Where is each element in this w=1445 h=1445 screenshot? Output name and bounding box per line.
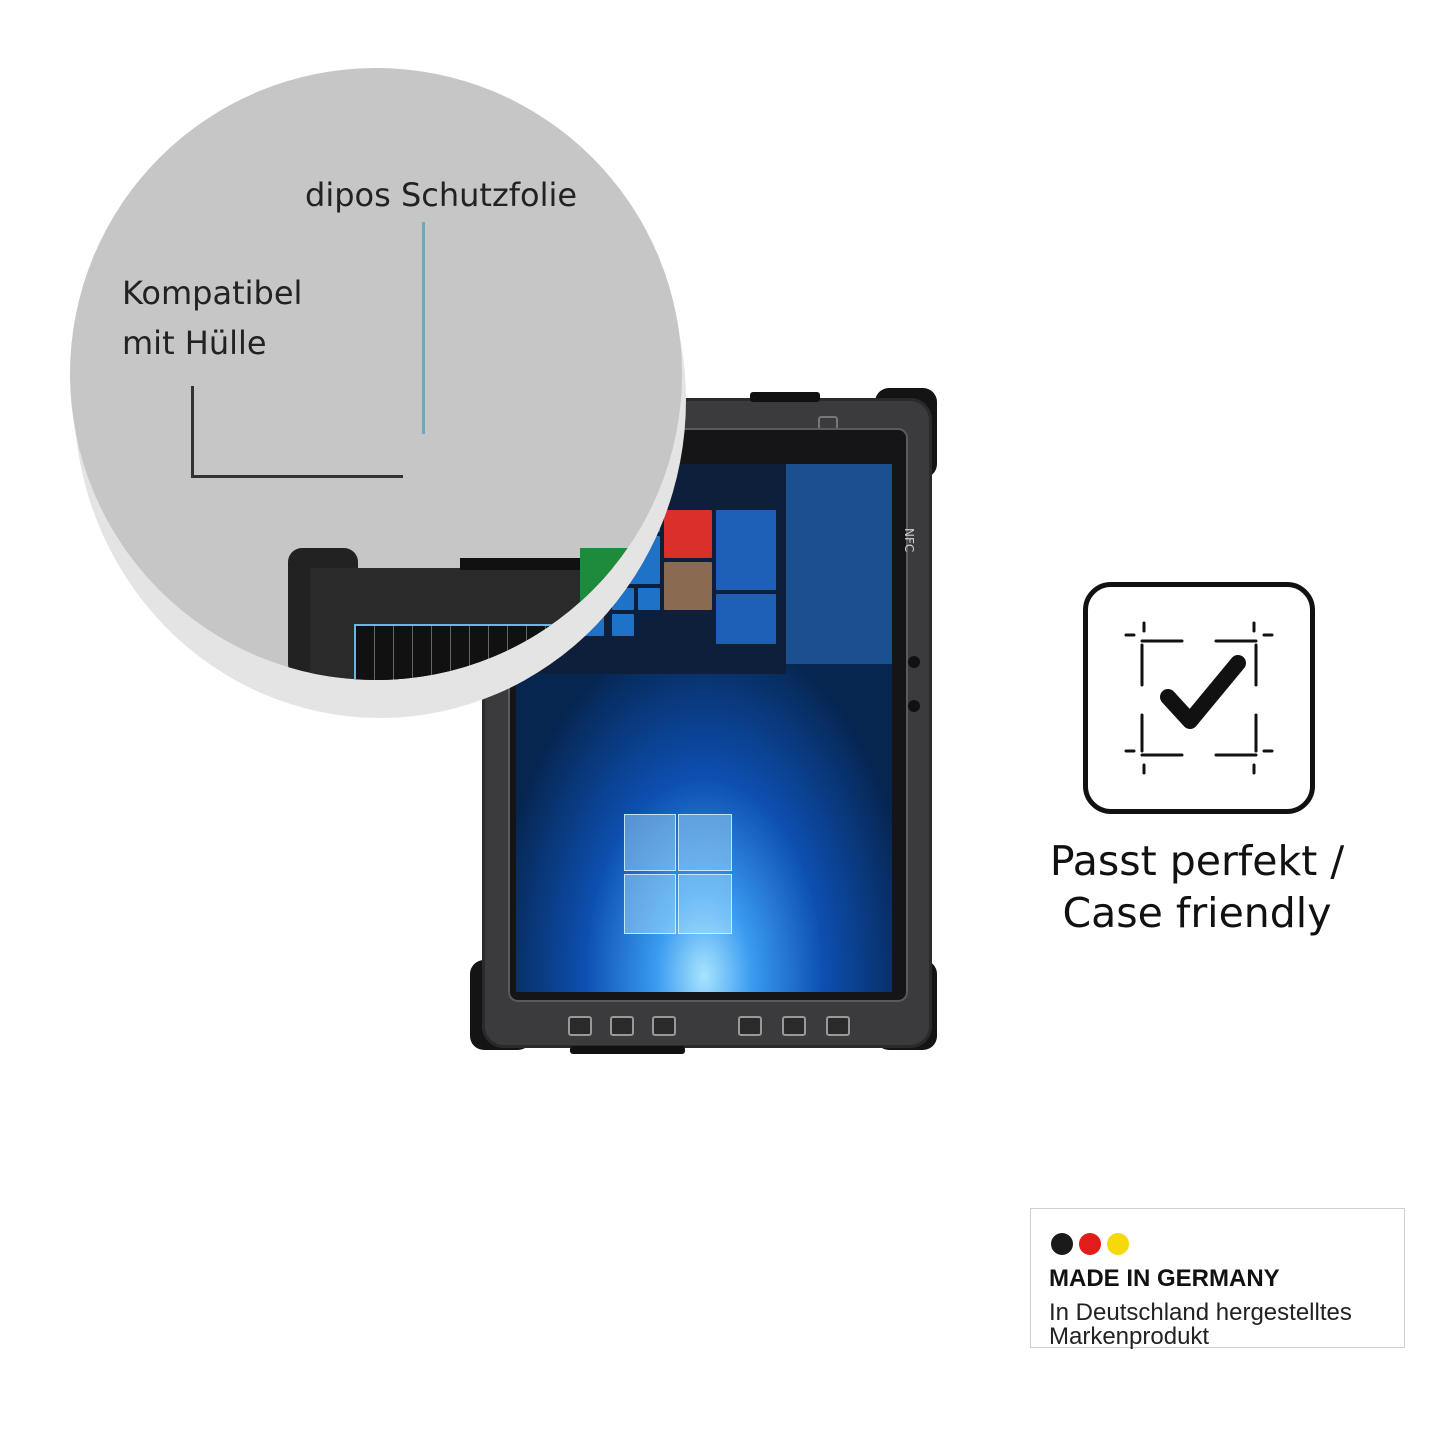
flag-dot-gold — [1107, 1233, 1129, 1255]
hw-button-3 — [652, 1016, 676, 1036]
hw-button-back — [568, 1016, 592, 1036]
zoomed-tile-green — [580, 548, 650, 608]
tablet-top-port — [750, 392, 820, 402]
hw-button-f2 — [782, 1016, 806, 1036]
hw-button-f1 — [738, 1016, 762, 1036]
caption-line-2: Case friendly — [1062, 889, 1332, 937]
badge-line-2: Markenprodukt — [1049, 1323, 1210, 1350]
badge-title: MADE IN GERMANY — [1049, 1265, 1280, 1292]
label-mit-huelle: mit Hülle — [122, 324, 267, 362]
label-schutzfolie: dipos Schutzfolie — [305, 176, 578, 214]
tablet-bottom-port — [570, 1046, 685, 1054]
camera-dot — [908, 656, 920, 668]
magnifier-circle: dipos Schutzfolie Kompatibel mit Hülle — [70, 68, 682, 680]
zoomed-screen-protector — [354, 624, 558, 680]
label-kompatibel: Kompatibel — [122, 274, 303, 312]
nfc-label: NFC — [902, 528, 916, 553]
flag-dot-black — [1051, 1233, 1073, 1255]
hw-button-forward — [610, 1016, 634, 1036]
zoomed-port — [460, 558, 610, 570]
case-callout-line-vertical — [191, 386, 194, 478]
hw-button-f3 — [826, 1016, 850, 1036]
feature-caption: Passt perfekt / Case friendly — [1030, 835, 1364, 939]
film-callout-line — [422, 222, 425, 434]
case-callout-line-horizontal — [191, 475, 403, 478]
made-in-germany-badge: MADE IN GERMANY In Deutschland hergestel… — [1030, 1208, 1405, 1350]
windows-wallpaper — [516, 664, 892, 992]
caption-line-1: Passt perfekt / — [1049, 837, 1345, 885]
tablet-image: NFC — [470, 388, 945, 1060]
badge-line-1: In Deutschland hergestelltes — [1049, 1299, 1352, 1326]
sensor-dot — [908, 700, 920, 712]
check-icon-graphic — [1124, 621, 1274, 775]
check-in-frame-icon — [1083, 582, 1315, 814]
flag-dot-red — [1079, 1233, 1101, 1255]
